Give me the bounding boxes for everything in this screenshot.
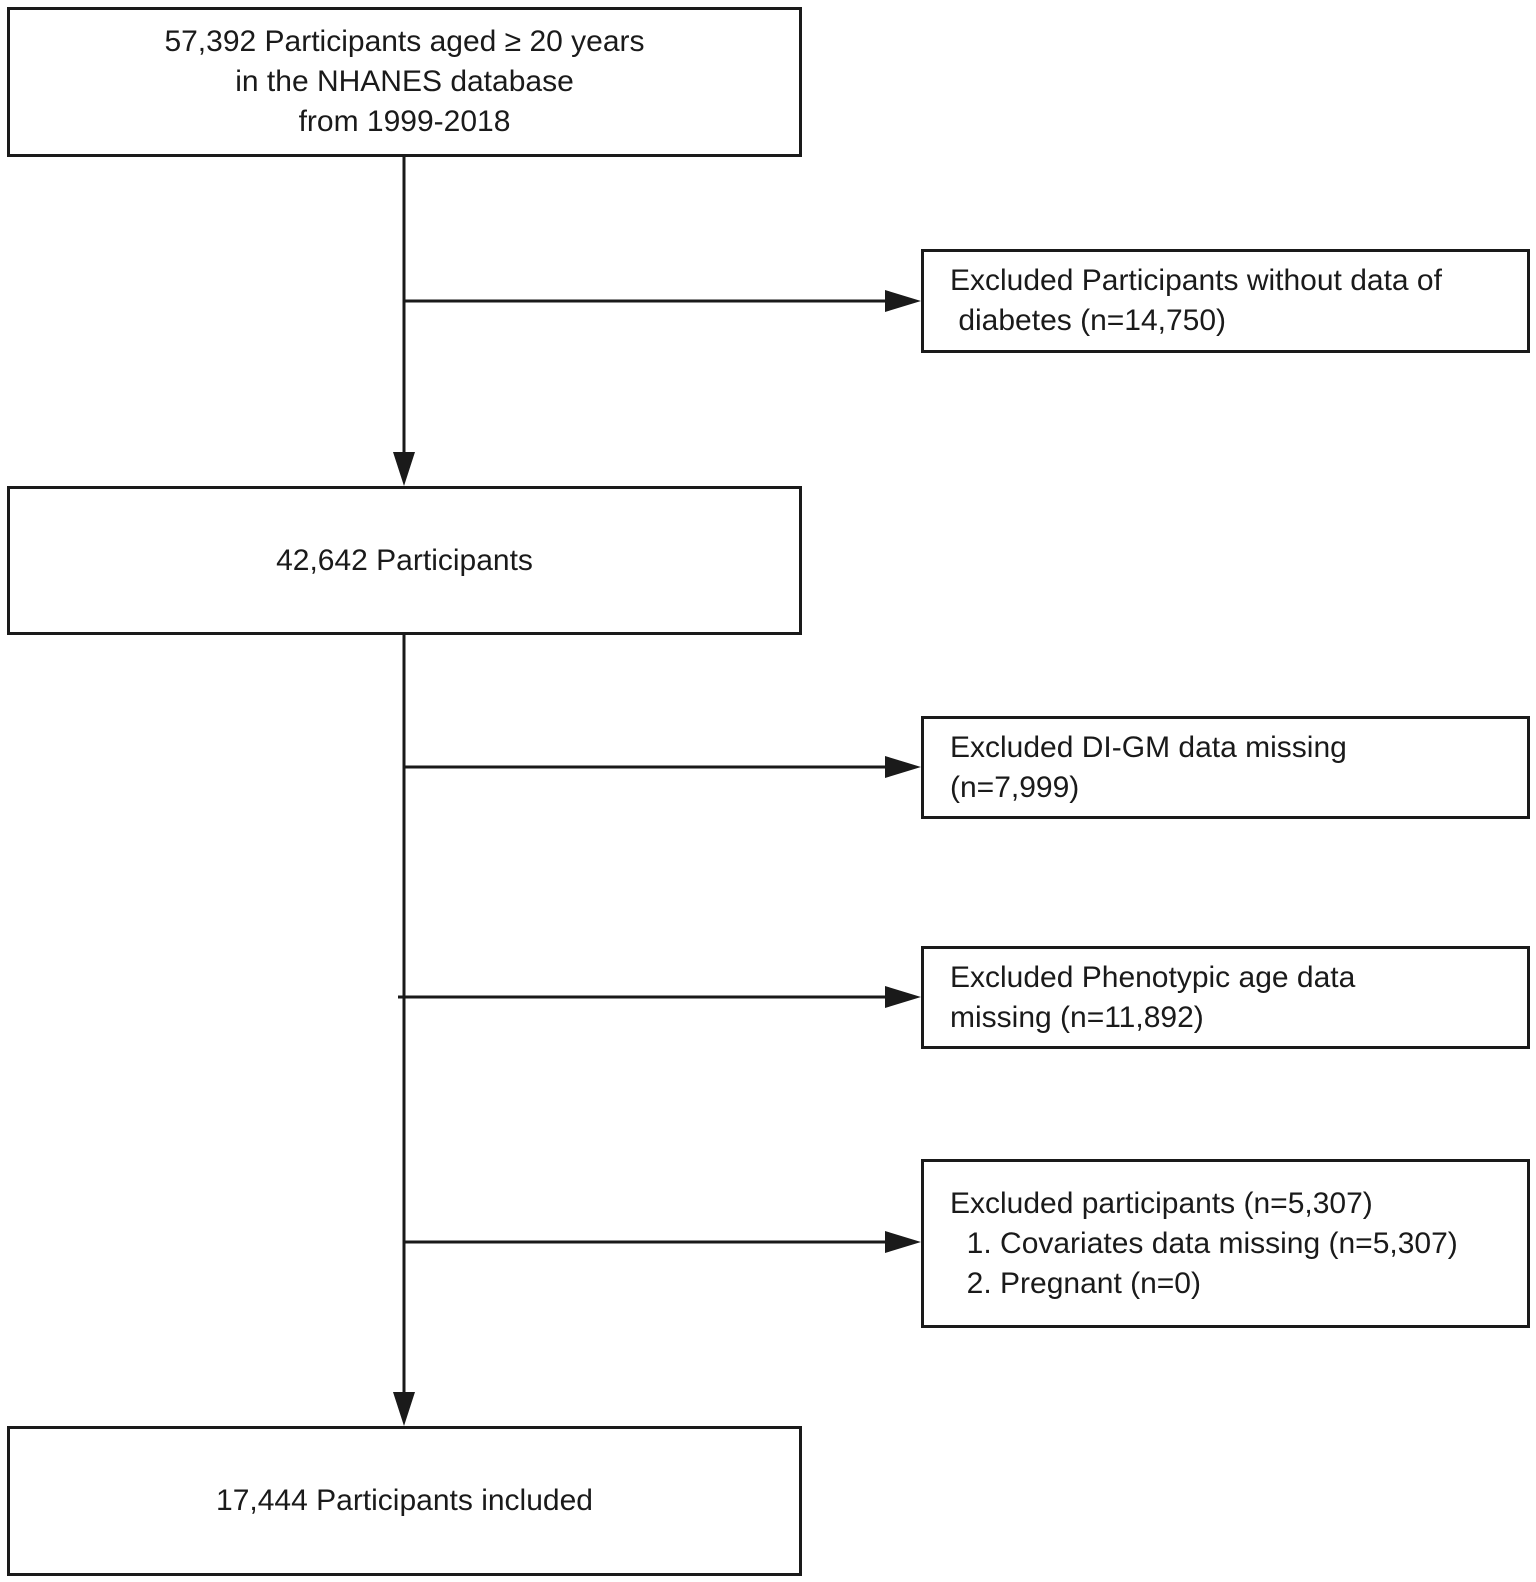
start-box-line-3: from 1999-2018	[298, 105, 511, 138]
arrowhead-to-digm	[885, 756, 921, 778]
start-box-line-1: 57,392 Participants aged ≥ 20 years	[164, 25, 645, 58]
exclusion-diabetes-line-2: diabetes (n=14,750)	[950, 304, 1227, 337]
start-box-line-2: in the NHANES database	[235, 65, 574, 98]
exclusion-covariates-box: Excluded participants (n=5,307) 1. Covar…	[921, 1159, 1530, 1328]
arrowhead-to-covariates	[885, 1231, 921, 1253]
exclusion-phenotypic-line-2: missing (n=11,892)	[950, 1000, 1204, 1034]
arrowhead-to-phenotypic	[885, 986, 921, 1008]
arrowhead-to-diabetes	[885, 290, 921, 312]
exclusion-phenotypic-box: Excluded Phenotypic age data missing (n=…	[921, 946, 1530, 1049]
arrowhead-to-final	[393, 1392, 415, 1426]
exclusion-diabetes-box: Excluded Participants without data of di…	[921, 249, 1530, 353]
exclusion-covariates-line-2: 1. Covariates data missing (n=5,307)	[950, 1226, 1458, 1260]
exclusion-diabetes-line-1: Excluded Participants without data of	[950, 264, 1442, 297]
exclusion-covariates-line-1: Excluded participants (n=5,307)	[950, 1186, 1373, 1220]
middle-box-line-1: 42,642 Participants	[276, 543, 533, 577]
exclusion-digm-line-2: (n=7,999)	[950, 770, 1080, 804]
middle-box: 42,642 Participants	[7, 486, 802, 635]
exclusion-digm-box: Excluded DI-GM data missing (n=7,999)	[921, 716, 1530, 819]
final-box-line-1: 17,444 Participants included	[216, 1484, 593, 1517]
exclusion-digm-line-1: Excluded DI-GM data missing	[950, 730, 1347, 764]
arrowhead-to-middle	[393, 452, 415, 486]
exclusion-covariates-line-3: 2. Pregnant (n=0)	[950, 1266, 1201, 1300]
final-box: 17,444 Participants included	[7, 1426, 802, 1576]
start-box: 57,392 Participants aged ≥ 20 years in t…	[7, 7, 802, 157]
exclusion-phenotypic-line-1: Excluded Phenotypic age data	[950, 960, 1356, 994]
